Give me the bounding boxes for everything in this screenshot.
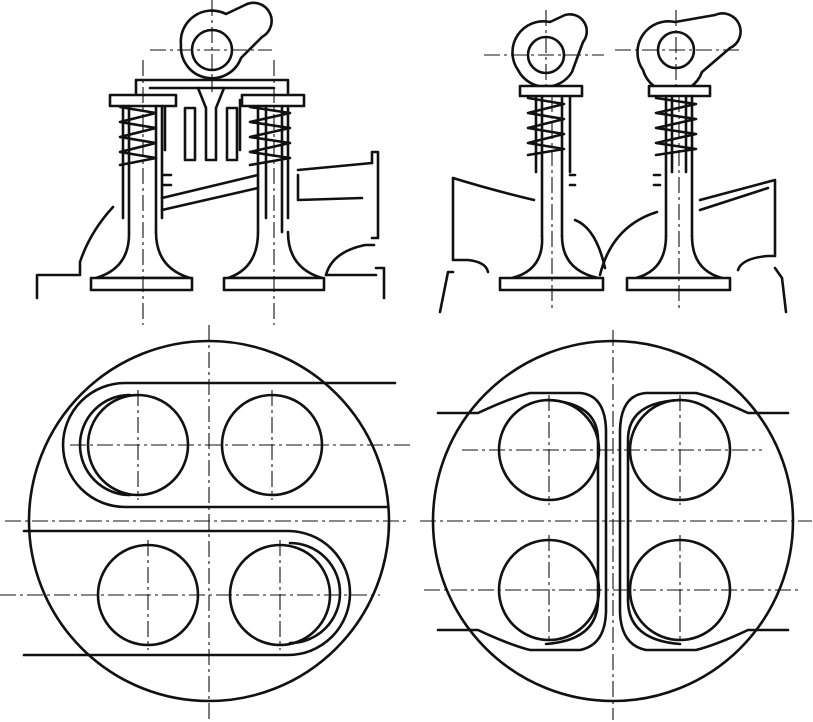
side-view-right	[438, 10, 788, 314]
head-casting-right	[438, 173, 788, 314]
valve-right	[625, 84, 732, 310]
port-lower	[22, 529, 352, 657]
port-left	[436, 391, 608, 652]
cam	[150, 0, 273, 92]
side-view-left	[35, 0, 386, 325]
valve-right	[222, 60, 326, 325]
head-casting-left	[35, 150, 386, 300]
valve-left	[89, 60, 194, 325]
valve-left	[498, 84, 605, 310]
forked-rocker	[134, 78, 290, 162]
top-view-right	[420, 330, 812, 720]
cam-right	[615, 10, 742, 94]
cam-left	[484, 10, 604, 92]
top-view-left	[0, 325, 412, 720]
